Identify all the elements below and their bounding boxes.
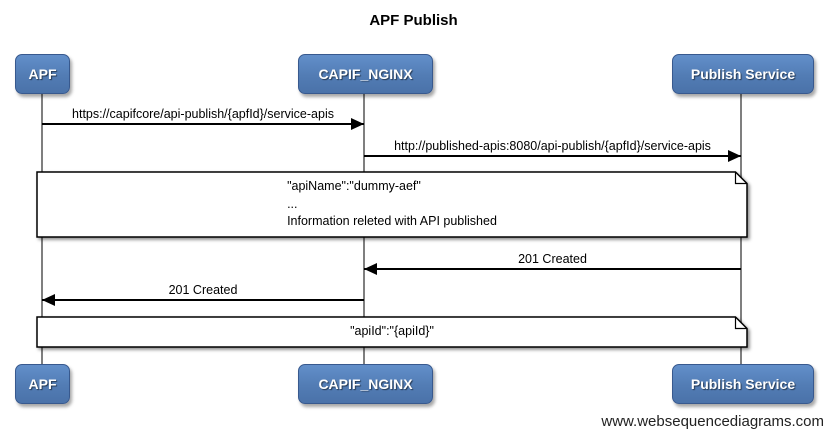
message-line	[364, 263, 741, 275]
message-label: 201 Created	[168, 283, 238, 297]
actor-top-apf: APF	[15, 54, 70, 94]
note-line: "apiName":"dummy-aef"	[287, 179, 421, 194]
note-shape-icon	[36, 316, 748, 348]
actor-bottom-apf: APF	[15, 364, 70, 404]
message-line	[42, 118, 364, 130]
actor-label: APF	[28, 376, 57, 392]
actor-label: CAPIF_NGINX	[318, 376, 413, 392]
message-publish-to-capif: 201 Created	[364, 251, 741, 275]
actor-label: Publish Service	[690, 376, 796, 392]
note-api-id: "apiId":"{apiId}"	[36, 316, 748, 348]
arrowhead-right-icon	[351, 118, 364, 130]
actor-top-publish-service: Publish Service	[672, 54, 814, 94]
watermark: www.websequencediagrams.com	[601, 413, 824, 430]
arrowhead-right-icon	[728, 150, 741, 162]
actor-bottom-publish-service: Publish Service	[672, 364, 814, 404]
message-apf-to-capif: https://capifcore/api-publish/{apfId}/se…	[42, 106, 364, 130]
message-capif-to-publish: http://published-apis:8080/api-publish/{…	[364, 138, 741, 162]
message-label: http://published-apis:8080/api-publish/{…	[394, 139, 711, 153]
note-text: "apiName":"dummy-aef" ... Information re…	[36, 171, 748, 238]
note-api-info: "apiName":"dummy-aef" ... Information re…	[36, 171, 748, 238]
actor-bottom-capif-nginx: CAPIF_NGINX	[298, 364, 433, 404]
message-line	[42, 294, 364, 306]
message-capif-to-apf: 201 Created	[42, 282, 364, 306]
note-text: "apiId":"{apiId}"	[36, 316, 748, 348]
note-line: "apiId":"{apiId}"	[350, 324, 434, 339]
actor-label: CAPIF_NGINX	[318, 66, 413, 82]
arrowhead-left-icon	[364, 263, 377, 275]
diagram-title: APF Publish	[369, 12, 458, 29]
note-line: ...	[287, 196, 298, 211]
note-line: Information releted with API published	[287, 214, 497, 229]
arrowhead-left-icon	[42, 294, 55, 306]
actor-label: Publish Service	[690, 66, 796, 82]
note-shape-icon	[36, 171, 748, 238]
actor-top-capif-nginx: CAPIF_NGINX	[298, 54, 433, 94]
message-label: https://capifcore/api-publish/{apfId}/se…	[72, 107, 334, 121]
message-line	[364, 150, 741, 162]
actor-label: APF	[28, 66, 57, 82]
message-label: 201 Created	[518, 252, 587, 266]
